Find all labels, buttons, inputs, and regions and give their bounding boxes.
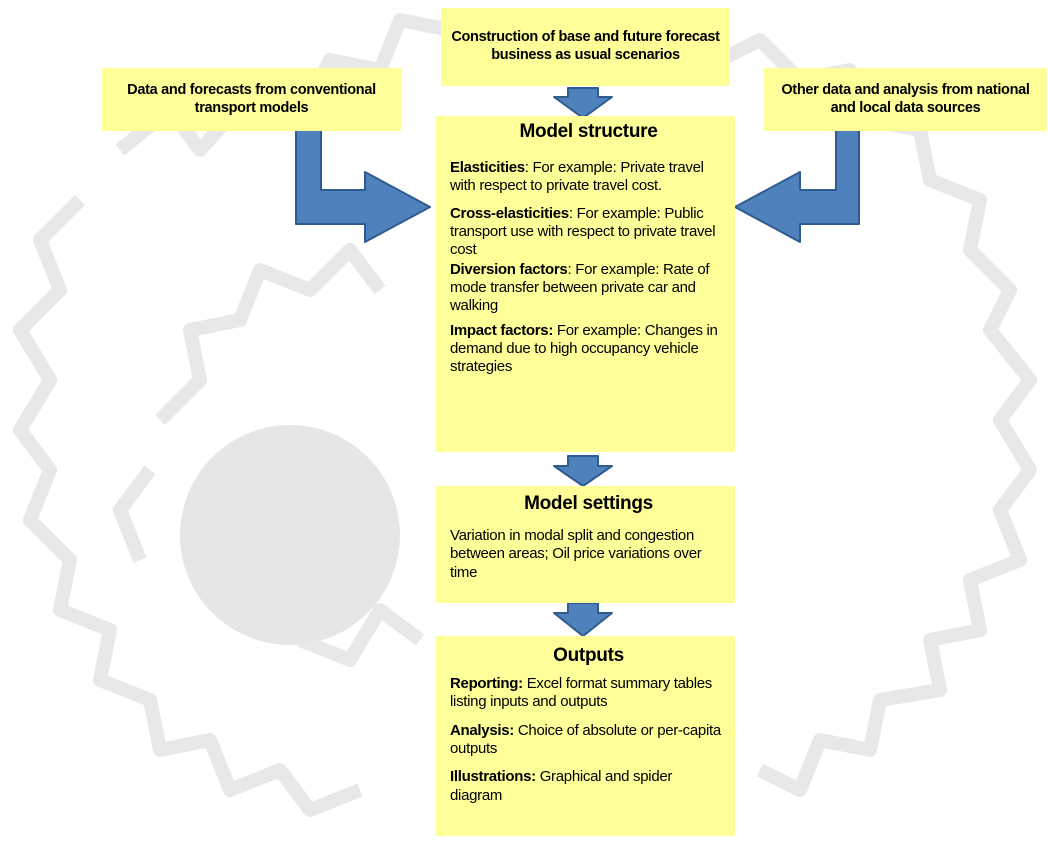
structure-item-diversion-factors: Diversion factors: For example: Rate of … — [450, 260, 710, 315]
structure-item-impact-factors: Impact factors: For example: Changes in … — [450, 322, 727, 377]
structure-item-cross-elasticities: Cross-elasticities: For example: Public … — [450, 204, 716, 259]
box-outputs: Outputs Reporting: Excel format summary … — [436, 636, 735, 836]
outputs-item-text: Choice of absolute or per-capita outputs — [450, 721, 721, 758]
structure-item-label: Cross-elasticities — [450, 204, 569, 222]
outputs-item-label: Reporting: — [450, 675, 523, 693]
box-base-forecast-text: Construction of base and future forecast… — [451, 29, 720, 63]
structure-item-text: For example: Rate of mode transfer betwe… — [450, 260, 710, 315]
structure-item-label: Diversion factors — [450, 260, 568, 278]
structure-item-label: Impact factors: — [450, 321, 554, 339]
box-other-data-text: Other data and analysis from national an… — [781, 81, 1030, 116]
outputs-item-label: Illustrations: — [450, 768, 536, 786]
box-conventional-models-text: Data and forecasts from conventional tra… — [127, 81, 376, 116]
structure-item-label: Elasticities — [450, 159, 525, 177]
box-conventional-models: Data and forecasts from conventional tra… — [102, 68, 401, 131]
box-model-settings: Model settings Variation in modal split … — [436, 486, 735, 603]
structure-item-elasticities: Elasticities: For example: Private trave… — [450, 159, 704, 195]
box-base-forecast-scenarios: Construction of base and future forecast… — [441, 8, 730, 86]
structure-item-text: For example: Public transport use with r… — [450, 204, 716, 259]
box-other-data: Other data and analysis from national an… — [764, 68, 1047, 131]
outputs-item-illustrations: Illustrations: Graphical and spider diag… — [450, 768, 727, 805]
outputs-item-text: Excel format summary tables listing inpu… — [450, 675, 712, 711]
outputs-item-text: Graphical and spider diagram — [450, 768, 673, 804]
outputs-title: Outputs — [553, 645, 624, 666]
outputs-item-reporting: Reporting: Excel format summary tables l… — [450, 675, 727, 712]
model-settings-title: Model settings — [524, 493, 653, 514]
outputs-item-label: Analysis: — [450, 721, 514, 739]
model-structure-title: Model structure — [519, 121, 658, 142]
model-settings-text: Variation in modal split and congestion … — [450, 527, 702, 581]
structure-item-text: For example: Changes in demand due to hi… — [450, 321, 718, 376]
structure-item-text: For example: Private travel with respect… — [450, 159, 704, 195]
outputs-item-analysis: Analysis: Choice of absolute or per-capi… — [450, 722, 727, 759]
box-model-structure: Model structure Elasticities: For exampl… — [436, 116, 735, 452]
